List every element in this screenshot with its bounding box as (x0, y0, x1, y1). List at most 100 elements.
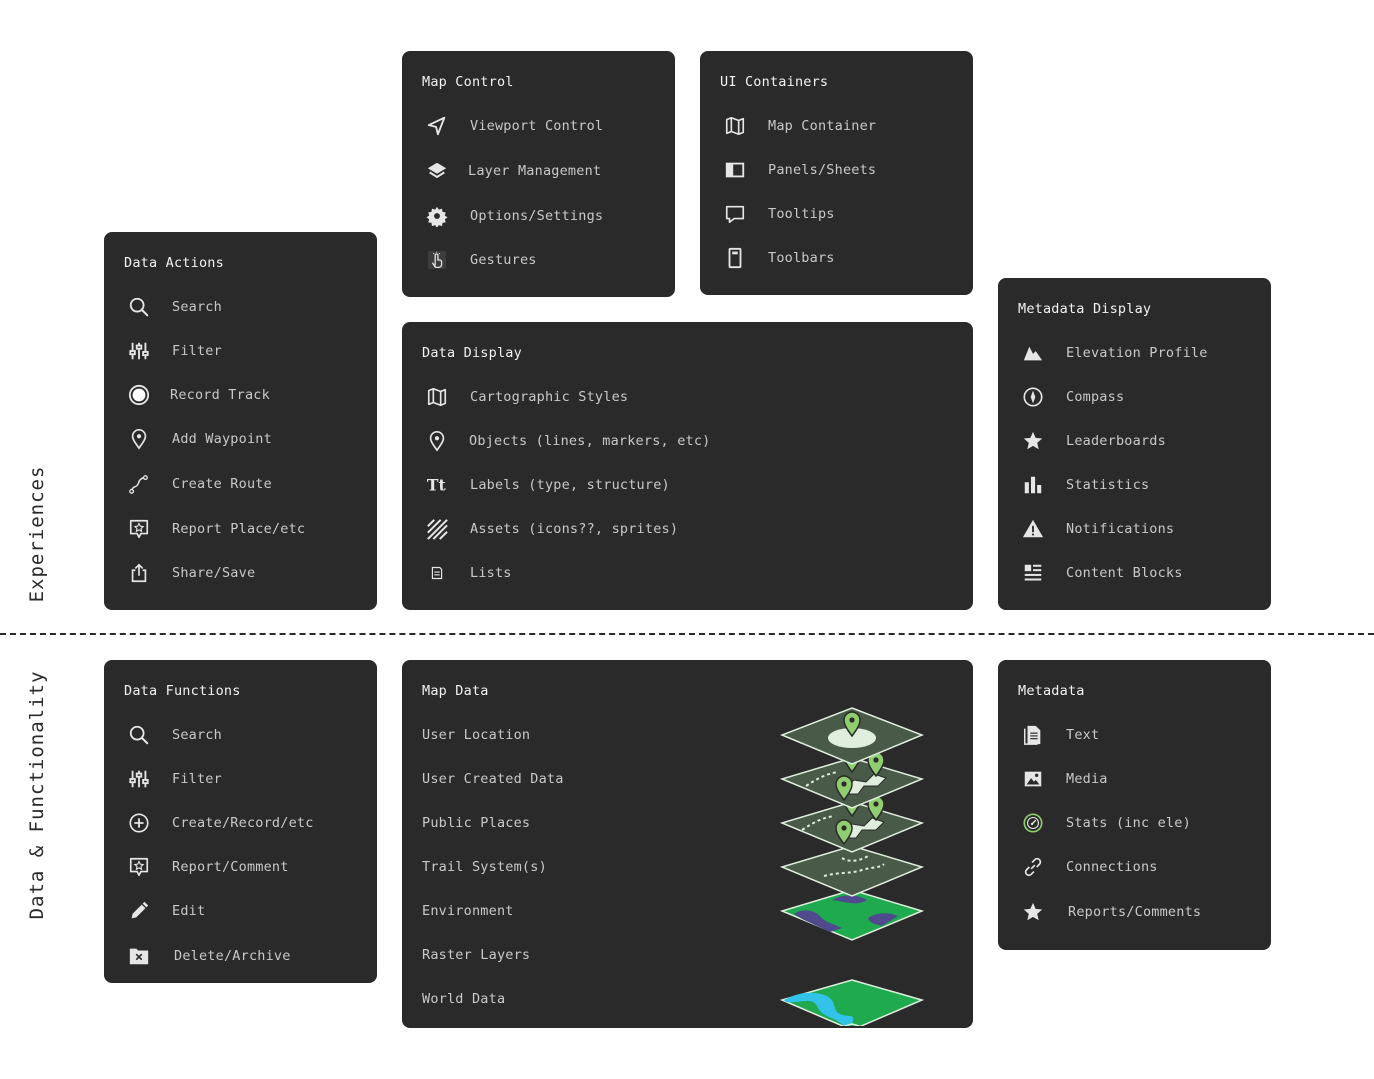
map-data-item-public-places: Public Places (422, 815, 531, 831)
item-label: Panels/Sheets (768, 162, 877, 178)
map-pin-icon (126, 426, 152, 452)
toolbar-icon (722, 245, 748, 271)
gauge-icon (1020, 810, 1046, 836)
report-flag-icon (126, 854, 152, 880)
content-blocks-icon (1020, 560, 1046, 586)
star-icon (1020, 428, 1046, 454)
metadata-display-item-compass: Compass (1020, 382, 1253, 412)
hand-pointer-icon (424, 247, 450, 273)
data-functions-item-filter: Filter (126, 764, 359, 794)
map-data-item-trail-systems: Trail System(s) (422, 859, 547, 875)
map-control-item-gestures: Gestures (424, 245, 657, 275)
data-actions-item-route: Create Route (126, 469, 359, 499)
metadata-display-item-statistics: Statistics (1020, 470, 1253, 500)
metadata-display-item-notifications: Notifications (1020, 514, 1253, 544)
item-label: Labels (type, structure) (470, 477, 670, 493)
item-label: Create Route (172, 476, 272, 492)
report-flag-icon (126, 516, 152, 542)
item-label: Text (1066, 727, 1100, 743)
svg-text:Tt: Tt (427, 476, 447, 495)
ui-containers-item-tooltips: Tooltips (722, 199, 955, 229)
item-label: Tooltips (768, 206, 835, 222)
section-divider (0, 633, 1374, 635)
ui-containers-item-map-container: Map Container (722, 111, 955, 141)
item-label: Filter (172, 771, 222, 787)
map-pin-icon (424, 428, 450, 454)
sliders-icon (126, 766, 152, 792)
card-title: Data Functions (124, 683, 241, 699)
metadata-display-item-leaderboards: Leaderboards (1020, 426, 1253, 456)
delete-folder-icon (126, 943, 152, 969)
route-icon (126, 471, 152, 497)
item-label: Record Track (170, 387, 270, 403)
map-data-item-user-location: User Location (422, 727, 531, 743)
image-icon (1020, 766, 1046, 792)
card-title: Map Control (422, 74, 514, 90)
stacked-map-layers-icon (779, 707, 925, 1026)
item-label: Stats (inc ele) (1066, 815, 1191, 831)
document-icon (1020, 722, 1046, 748)
speech-bubble-icon (722, 201, 748, 227)
data-display-card: Data Display Cartographic Styles Objects… (402, 322, 973, 610)
metadata-item-text: Text (1020, 720, 1253, 750)
item-label: Report/Comment (172, 859, 289, 875)
card-title: Map Data (422, 683, 489, 699)
search-icon (126, 294, 152, 320)
sliders-icon (126, 338, 152, 364)
item-label: Connections (1066, 859, 1158, 875)
item-label: Viewport Control (470, 118, 604, 134)
card-title: Data Actions (124, 255, 224, 271)
record-icon (126, 382, 152, 408)
link-icon (1020, 854, 1046, 880)
panel-icon (722, 157, 748, 183)
data-actions-item-record: Record Track (126, 380, 359, 410)
item-label: Lists (470, 565, 512, 581)
map-control-card: Map Control Viewport Control Layer Manag… (402, 51, 675, 297)
item-label: Create/Record/etc (172, 815, 314, 831)
metadata-card: Metadata Text Media Stats (inc ele) Conn… (998, 660, 1271, 950)
item-label: Media (1066, 771, 1108, 787)
bar-chart-icon (1020, 472, 1046, 498)
metadata-item-media: Media (1020, 764, 1253, 794)
section-label-data-functionality: Data & Functionality (26, 670, 48, 920)
share-icon (126, 560, 152, 586)
item-label: Search (172, 727, 222, 743)
item-label: Report Place/etc (172, 521, 306, 537)
data-functions-item-delete: Delete/Archive (126, 941, 359, 971)
text-type-icon: Tt (424, 472, 450, 498)
item-label: Layer Management (468, 163, 602, 179)
data-actions-item-share: Share/Save (126, 558, 359, 588)
data-functions-item-report: Report/Comment (126, 852, 359, 882)
mountain-icon (1020, 340, 1046, 366)
data-actions-card: Data Actions Search Filter Record Track … (104, 232, 377, 610)
item-label: Search (172, 299, 222, 315)
metadata-display-item-content-blocks: Content Blocks (1020, 558, 1253, 588)
map-data-card: Map Data User Location User Created Data… (402, 660, 973, 1028)
list-doc-icon (424, 560, 450, 586)
ui-containers-item-toolbars: Toolbars (722, 243, 955, 273)
item-label: Notifications (1066, 521, 1175, 537)
map-data-item-user-created: User Created Data (422, 771, 564, 787)
item-label: Add Waypoint (172, 431, 272, 447)
item-label: Options/Settings (470, 208, 604, 224)
layers-icon (424, 158, 450, 184)
star-icon (1020, 899, 1046, 925)
compass-icon (1020, 384, 1046, 410)
pencil-icon (126, 898, 152, 924)
warning-icon (1020, 516, 1046, 542)
item-label: Delete/Archive (174, 948, 291, 964)
item-label: Reports/Comments (1068, 904, 1202, 920)
card-title: Metadata (1018, 683, 1085, 699)
item-label: Toolbars (768, 250, 835, 266)
data-functions-card: Data Functions Search Filter Create/Reco… (104, 660, 377, 983)
data-functions-item-create: Create/Record/etc (126, 808, 359, 838)
gear-icon (424, 203, 450, 229)
item-label: Share/Save (172, 565, 256, 581)
plus-circle-icon (126, 810, 152, 836)
map-control-item-layers: Layer Management (424, 156, 657, 186)
folded-map-icon (424, 384, 450, 410)
item-label: Compass (1066, 389, 1125, 405)
item-label: Filter (172, 343, 222, 359)
metadata-display-item-elevation: Elevation Profile (1020, 338, 1253, 368)
item-label: Assets (icons??, sprites) (470, 521, 679, 537)
